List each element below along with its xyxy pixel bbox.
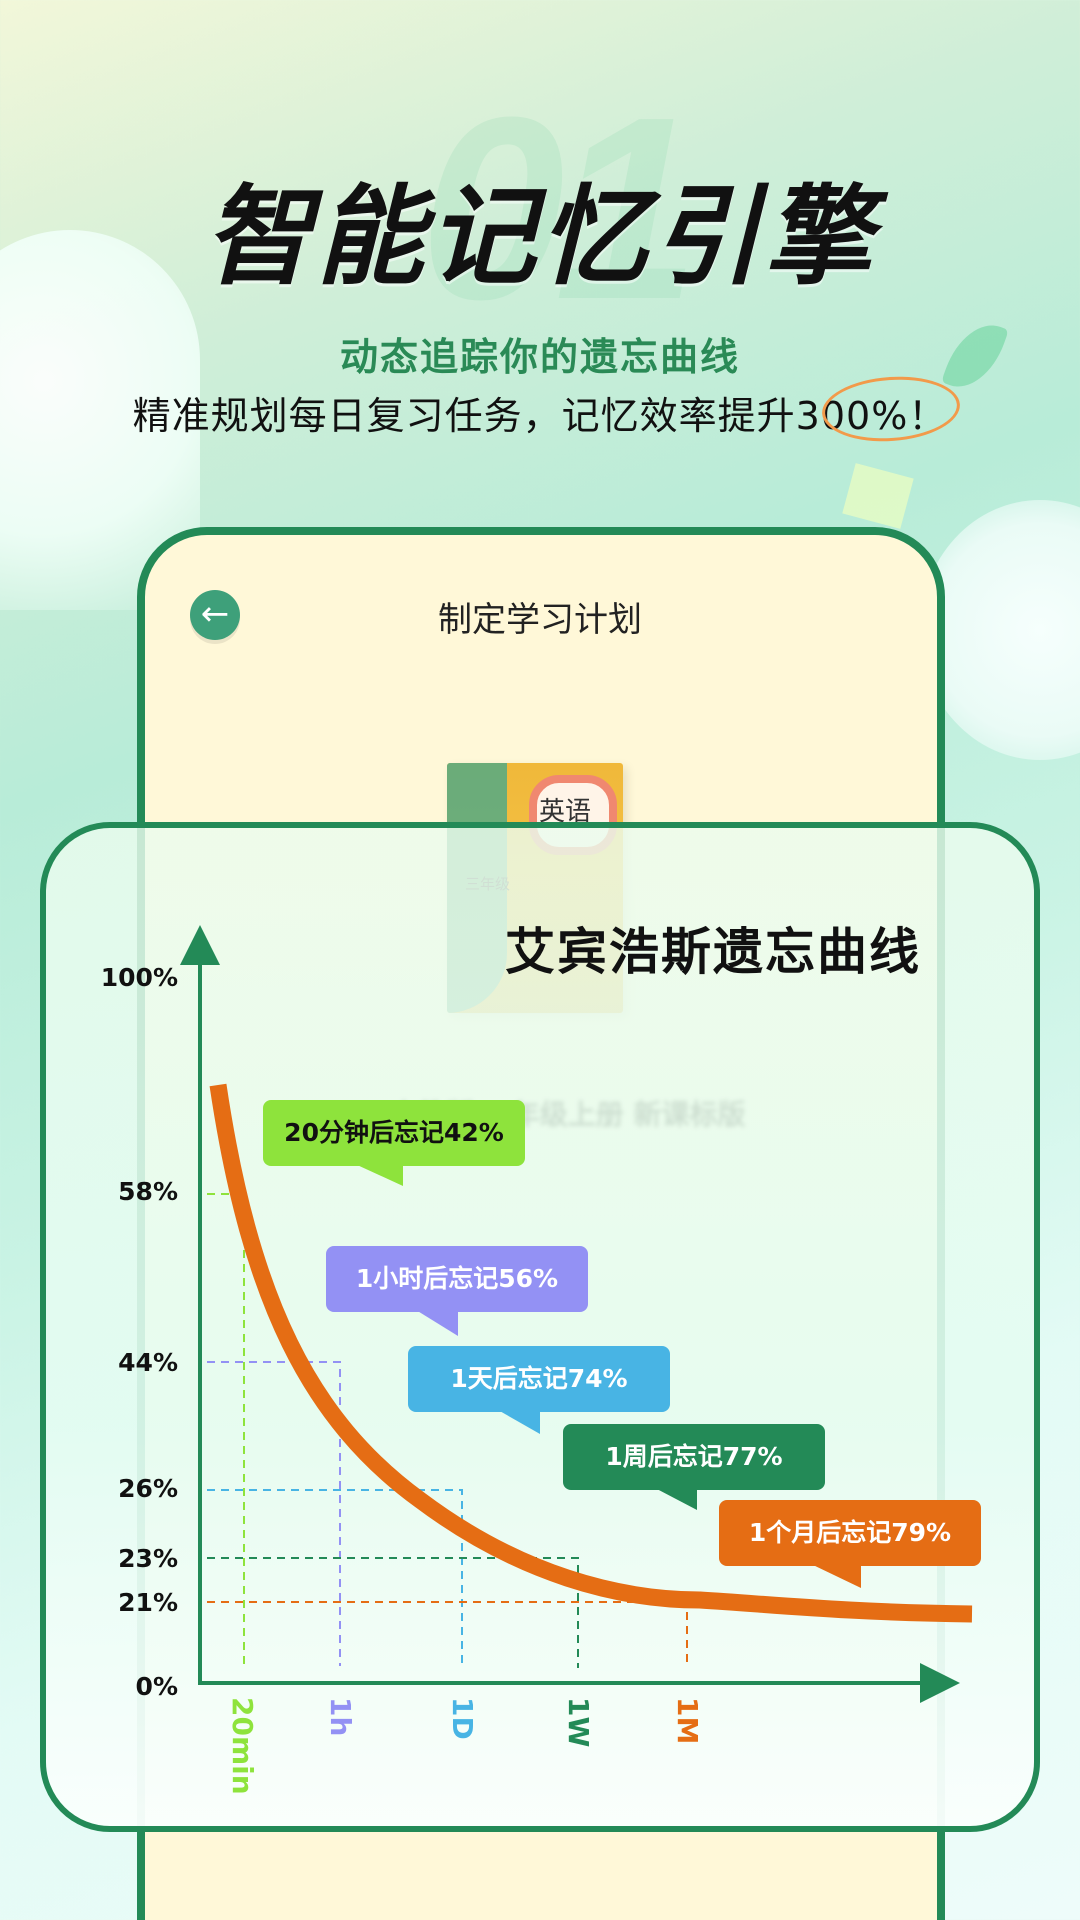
y-tick-26: 26%: [118, 1474, 178, 1503]
forgetting-curve: [209, 1083, 973, 1623]
phone-screen-title: 制定学习计划: [438, 600, 642, 640]
chart-card: [40, 822, 1040, 1832]
y-tick-58: 58%: [118, 1177, 178, 1206]
guide-1d: [207, 1489, 463, 1665]
guide-1w: [207, 1557, 579, 1668]
x-tick-1h: 1h: [324, 1697, 357, 1737]
watermark-number: 01: [420, 64, 699, 354]
x-tick-1w: 1W: [562, 1697, 595, 1748]
callout-tail: [655, 1488, 697, 1510]
x-tick-1d: 1D: [446, 1697, 479, 1740]
guide-1m: [207, 1601, 688, 1665]
callout-1d: 1天后忘记74%: [408, 1346, 670, 1434]
callout-1w: 1周后忘记77%: [563, 1424, 825, 1510]
chart-title: 艾宾浩斯遗忘曲线: [505, 923, 921, 981]
y-tick-21: 21%: [118, 1588, 178, 1617]
y-tick-100: 100%: [100, 963, 178, 992]
callout-1h-label: 1小时后忘记56%: [355, 1264, 559, 1293]
arrow-left-icon: ←: [200, 594, 230, 634]
y-tick-44: 44%: [118, 1348, 178, 1377]
subtitle-highlight: 动态追踪你的遗忘曲线: [339, 335, 740, 379]
guide-1h: [207, 1361, 341, 1666]
callout-1w-label: 1周后忘记77%: [605, 1442, 783, 1471]
page-title: 智能记忆引擎: [203, 175, 876, 300]
callout-20min: 20分钟后忘记42%: [263, 1100, 525, 1186]
y-tick-23: 23%: [118, 1544, 178, 1573]
callout-1d-label: 1天后忘记74%: [450, 1364, 628, 1393]
callout-20min-label: 20分钟后忘记42%: [284, 1118, 504, 1147]
callout-1m-label: 1个月后忘记79%: [748, 1518, 952, 1547]
x-tick-20min: 20min: [226, 1697, 259, 1795]
callout-tail: [498, 1410, 540, 1434]
callout-tail: [355, 1164, 403, 1186]
back-button[interactable]: ←: [190, 590, 240, 640]
subtitle-text: 精准规划每日复习任务，记忆效率提升300%！: [132, 394, 948, 438]
callout-1h: 1小时后忘记56%: [326, 1246, 588, 1336]
callout-1m: 1个月后忘记79%: [719, 1500, 981, 1588]
callout-tail: [811, 1564, 861, 1588]
callout-tail: [416, 1310, 458, 1336]
y-tick-0: 0%: [135, 1672, 178, 1701]
guide-20min: [207, 1193, 245, 1665]
x-tick-1m: 1M: [671, 1697, 704, 1745]
